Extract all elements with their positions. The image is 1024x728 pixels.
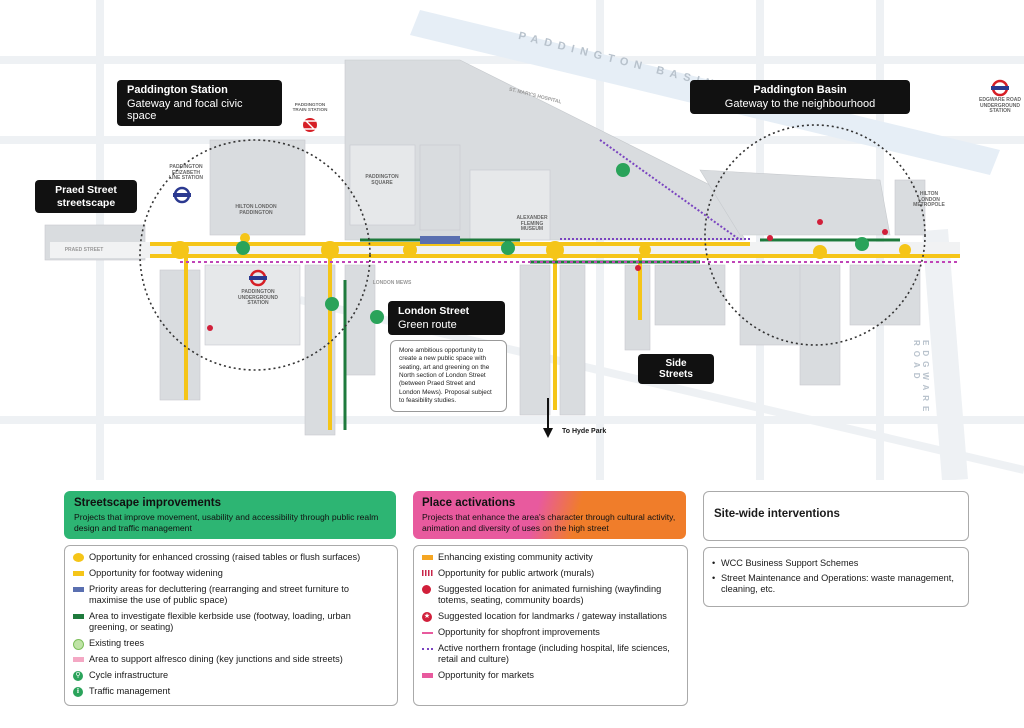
hilton-metropole-label: HILTON LONDON METROPOLE — [913, 191, 945, 208]
london-street-callout: London Street Green route — [388, 301, 505, 335]
red-stripe-icon — [422, 570, 433, 577]
london-mews-label: LONDON MEWS — [372, 280, 412, 286]
site-wide-item: WCC Business Support Schemes — [712, 558, 960, 570]
to-hyde-park-arrow-head — [543, 428, 553, 438]
basin-frontage-line — [599, 139, 741, 241]
building-blocks — [44, 59, 926, 436]
star-dot-icon: ★ — [422, 612, 432, 623]
london-street-note: More ambitious opportunity to create a n… — [390, 340, 507, 413]
green-bar-icon — [73, 614, 84, 620]
furnishing-dots — [207, 219, 888, 331]
legend-item-artwork: Opportunity for public artwork (murals) — [420, 568, 681, 579]
legend-item-markets: Opportunity for markets — [420, 670, 681, 681]
legend-item-footway-widening: Opportunity for footway widening — [71, 568, 389, 579]
tfl-roundel-icons — [173, 79, 1009, 287]
site-wide-item: Street Maintenance and Operations: waste… — [712, 573, 960, 596]
magenta-bar-icon — [422, 673, 433, 679]
praed-street-callout-title: Praed Street streetscape — [55, 184, 117, 209]
legend-item-shopfront: Opportunity for shopfront improvements — [420, 627, 681, 638]
site-wide-title: Site-wide interventions — [714, 508, 840, 520]
cycle-icons — [236, 163, 869, 324]
hilton-paddington-label: HILTON LONDON PADDINGTON — [235, 204, 277, 216]
underground-station-label: PADDINGTON UNDERGROUND STATION — [238, 289, 278, 306]
london-street-callout-subtitle: Green route — [398, 319, 457, 331]
legend-item-community: Enhancing existing community activity — [420, 552, 681, 563]
yellow-dot-icon — [73, 553, 84, 562]
streetscape-title: Streetscape improvements — [74, 497, 222, 509]
legend-item-decluttering: Priority areas for decluttering (rearran… — [71, 584, 389, 606]
paddington-station-callout: Paddington Station Gateway and focal civ… — [117, 80, 282, 126]
side-streets-callout-title: Side Streets — [659, 358, 693, 380]
streetscape-header: Streetscape improvements Projects that i… — [64, 491, 396, 539]
purple-dot-line-icon — [422, 648, 433, 651]
edgware-road-street-label: EDGWARE ROAD — [912, 340, 930, 417]
paddington-station-focus-circle — [139, 139, 371, 371]
paddington-basin-focus-circle — [704, 124, 926, 346]
edgware-road — [922, 228, 968, 482]
fleming-museum-label: ALEXANDER FLEMING MUSEUM — [516, 215, 548, 232]
paddington-square-label: PADDINGTON SQUARE — [365, 174, 399, 186]
streetscape-legend-panel: Opportunity for enhanced crossing (raise… — [64, 545, 398, 706]
legend-item-kerbside: Area to investigate flexible kerbside us… — [71, 611, 389, 633]
site-wide-panel: WCC Business Support Schemes Street Main… — [703, 547, 969, 607]
streetscape-legend-list: Opportunity for enhanced crossing (raise… — [65, 546, 397, 698]
train-station-label: PADDINGTON TRAIN STATION — [292, 102, 328, 113]
legend-item-trees: Existing trees — [71, 638, 389, 651]
paddington-basin-callout: Paddington Basin Gateway to the neighbou… — [690, 80, 910, 114]
legend-item-landmarks: ★Suggested location for landmarks / gate… — [422, 611, 667, 623]
legend-item-cycle: ⚲Cycle infrastructure — [71, 670, 389, 682]
place-legend-list: Enhancing existing community activity Op… — [414, 546, 687, 681]
orange-bar-icon — [422, 555, 433, 560]
site-wide-header: Site-wide interventions — [703, 491, 969, 541]
elizabeth-line-label: PADDINGTON ELIZABETH LINE STATION — [169, 164, 203, 181]
blue-bar-icon — [73, 587, 84, 593]
place-legend-panel: Enhancing existing community activity Op… — [413, 545, 688, 706]
national-rail-arrows — [304, 120, 316, 130]
site-wide-list: WCC Business Support Schemes Street Main… — [704, 548, 968, 596]
traffic-light-icon: ⁝ — [73, 687, 83, 698]
paddington-station-callout-title: Paddington Station — [127, 84, 228, 96]
paddington-basin-callout-subtitle: Gateway to the neighbourhood — [724, 98, 876, 110]
crossing-dots — [171, 233, 911, 259]
red-dot-icon — [422, 585, 431, 595]
map: PADDINGTON BASIN EDGWARE ROAD PADDINGTON… — [0, 0, 1024, 482]
legend-item-enhanced-crossing: Opportunity for enhanced crossing (raise… — [71, 552, 389, 563]
london-street-callout-title: London Street — [398, 305, 470, 317]
place-header: Place activations Projects that enhance … — [413, 491, 686, 539]
streetscape-description: Projects that improve movement, usabilit… — [74, 512, 379, 533]
legend-item-furnishing: Suggested location for animated furnishi… — [420, 584, 681, 606]
legend-item-northern-frontage: Active northern frontage (including hosp… — [420, 643, 681, 665]
edgware-road-station-label: EDGWARE ROAD UNDERGROUND STATION — [979, 97, 1021, 114]
pink-dash-icon — [422, 632, 433, 635]
tree-dot-icon — [73, 639, 84, 651]
praed-street-label: PRAED STREET — [64, 247, 104, 253]
paddington-station-callout-subtitle: Gateway and focal civic space — [127, 98, 243, 122]
praed-street-callout: Praed Street streetscape — [35, 180, 137, 214]
orange-bar-icon — [73, 571, 84, 577]
legend-item-traffic: ⁝Traffic management — [71, 686, 389, 698]
paddington-basin-callout-title: Paddington Basin — [753, 84, 847, 96]
declutter-area — [420, 236, 460, 244]
place-description: Projects that enhance the area's charact… — [422, 512, 676, 533]
map-drawing — [0, 0, 1024, 482]
cycle-icon: ⚲ — [73, 671, 83, 682]
pink-bar-icon — [73, 657, 84, 663]
to-hyde-park-label: To Hyde Park — [562, 428, 607, 435]
legend-item-alfresco: Area to support alfresco dining (key jun… — [71, 654, 389, 665]
place-title: Place activations — [422, 497, 516, 509]
side-streets-callout: Side Streets — [638, 354, 714, 384]
